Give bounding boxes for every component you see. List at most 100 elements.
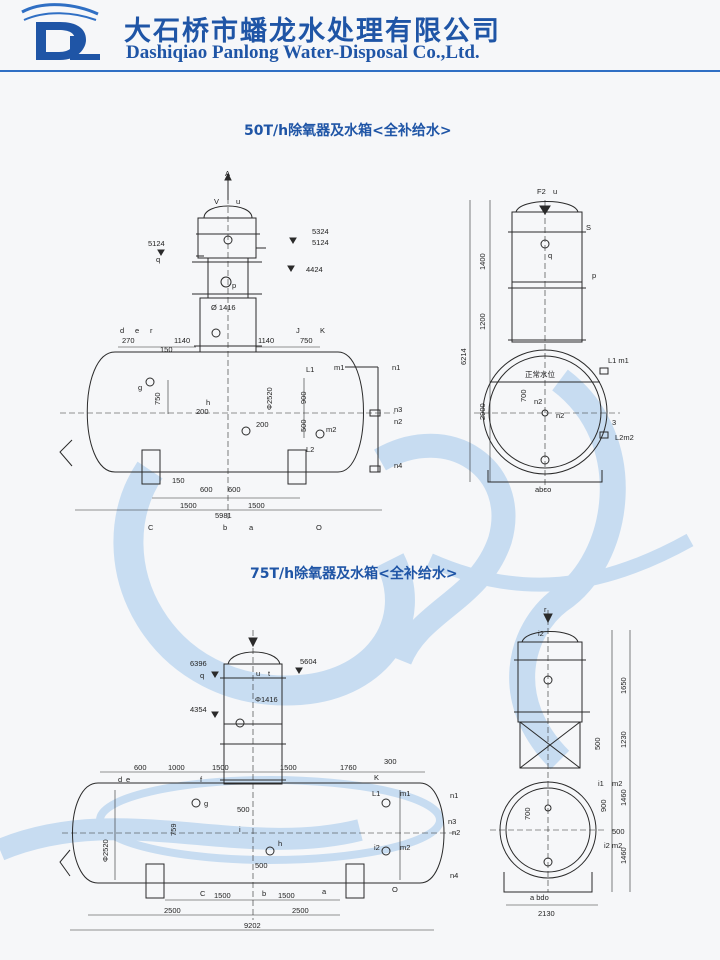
- label-f: f: [200, 775, 203, 784]
- label-270: 270: [122, 336, 135, 345]
- label-p: p: [232, 281, 236, 290]
- label-n2: n2: [452, 828, 460, 837]
- label-1460-b: 1460: [619, 847, 628, 864]
- label-2500-b: 2500: [292, 906, 309, 915]
- label-6396: 6396: [190, 659, 207, 668]
- label-600-a: 600: [200, 485, 213, 494]
- label-500: 500: [299, 419, 308, 432]
- title-75t-deaerator: 75T/h除氧器及水箱<全补给水>: [250, 566, 458, 582]
- company-name-chinese: 大石桥市蟠龙水处理有限公司: [124, 16, 501, 47]
- label-d1416: Ø 1416: [211, 303, 236, 312]
- label-i2-top: i2: [538, 629, 544, 638]
- label-g: g: [204, 799, 208, 808]
- label-A: A: [225, 169, 230, 178]
- label-m2-top: m2: [612, 779, 622, 788]
- label-phi2520: Φ2520: [265, 387, 274, 410]
- label-900: 900: [299, 391, 308, 404]
- label-600: 600: [134, 763, 147, 772]
- label-normal-water-level: 正常水位: [525, 369, 555, 379]
- label-300: 300: [384, 757, 397, 766]
- label-O: O: [316, 523, 322, 532]
- label-n3: n3: [448, 817, 456, 826]
- label-i: i: [239, 825, 241, 834]
- label-2130: 2130: [538, 909, 555, 918]
- label-F2: F2: [537, 187, 546, 196]
- labels-75t-side: r i2 1650 1230 500 1460 1460 500 i1 m2 9…: [523, 605, 628, 918]
- label-150: 150: [160, 345, 173, 354]
- label-n2-a: n2: [534, 397, 542, 406]
- label-1760: 1760: [340, 763, 357, 772]
- label-p: p: [592, 271, 596, 280]
- drawing-75t-front-view: [59, 630, 455, 931]
- watermark-swirls: [0, 369, 694, 864]
- label-h: h: [206, 398, 210, 407]
- label-2500-a: 2500: [164, 906, 181, 915]
- label-1400: 1400: [478, 253, 487, 270]
- label-700: 700: [523, 807, 532, 820]
- label-500-b: 500: [612, 827, 625, 836]
- label-6214: 6214: [459, 348, 468, 365]
- label-e: e: [126, 775, 130, 784]
- label-150-bottom: 150: [172, 476, 185, 485]
- label-t: t: [268, 669, 271, 678]
- label-i1: i1: [598, 779, 604, 788]
- company-name-english: Dashiqiao Panlong Water-Disposal Co.,Ltd…: [126, 42, 480, 63]
- label-n2: n2: [394, 417, 402, 426]
- label-q: q: [156, 255, 160, 264]
- label-1500-a: 1500: [180, 501, 197, 510]
- labels-50t-side: F2 u S q p 1400 1200 6214 2900 L1 m1 正常水…: [459, 187, 634, 494]
- label-5324: 5324: [312, 227, 329, 236]
- label-200-a: 200: [196, 407, 209, 416]
- label-1460-a: 1460: [619, 789, 628, 806]
- label-1650: 1650: [619, 677, 628, 694]
- label-J: J: [296, 326, 300, 335]
- label-1000: 1000: [168, 763, 185, 772]
- label-9202: 9202: [244, 921, 261, 930]
- label-700: 700: [519, 389, 528, 402]
- label-a: a: [249, 523, 254, 532]
- label-5604: 5604: [300, 657, 317, 666]
- label-1230: 1230: [619, 731, 628, 748]
- label-n1: n1: [392, 363, 400, 372]
- label-750-top: 750: [300, 336, 313, 345]
- label-1500-b: 1500: [280, 763, 297, 772]
- labels-50t-front: A V u 5324 5124 5124 q 4424 p Ø 1416 d e…: [120, 169, 402, 532]
- label-900: 900: [599, 799, 608, 812]
- label-i2: i2: [374, 843, 380, 852]
- label-g: g: [138, 383, 142, 392]
- label-K: K: [320, 326, 325, 335]
- label-q: q: [548, 251, 552, 260]
- drawing-75t-side-view: [490, 610, 631, 906]
- label-1500-d: 1500: [278, 891, 295, 900]
- label-u: u: [553, 187, 557, 196]
- label-n4: n4: [450, 871, 458, 880]
- company-header: 大石桥市蟠龙水处理有限公司 Dashiqiao Panlong Water-Di…: [0, 0, 720, 72]
- label-500-a: 500: [237, 805, 250, 814]
- label-1500-b: 1500: [248, 501, 265, 510]
- label-r: r: [544, 605, 547, 614]
- label-abco: abco: [535, 485, 551, 494]
- label-n2-b: n2: [556, 411, 564, 420]
- label-m2: m2: [326, 425, 336, 434]
- label-n4: n4: [394, 461, 402, 470]
- label-S: S: [586, 223, 591, 232]
- label-n3: n3: [394, 405, 402, 414]
- label-600-b: 600: [228, 485, 241, 494]
- label-K: K: [374, 773, 379, 782]
- label-u: u: [256, 669, 260, 678]
- label-500-a: 500: [593, 737, 602, 750]
- label-b: b: [223, 523, 227, 532]
- label-r: r: [150, 326, 153, 335]
- label-1200: 1200: [478, 313, 487, 330]
- label-1500-a: 1500: [212, 763, 229, 772]
- label-m1: m1: [400, 789, 410, 798]
- label-m1: m1: [334, 363, 344, 372]
- label-5981: 5981: [215, 511, 232, 520]
- label-O: O: [392, 885, 398, 894]
- label-4354: 4354: [190, 705, 207, 714]
- label-d: d: [120, 326, 124, 335]
- label-C: C: [200, 889, 206, 898]
- label-5124-right: 5124: [312, 238, 329, 247]
- label-1140-right: 1140: [258, 336, 274, 345]
